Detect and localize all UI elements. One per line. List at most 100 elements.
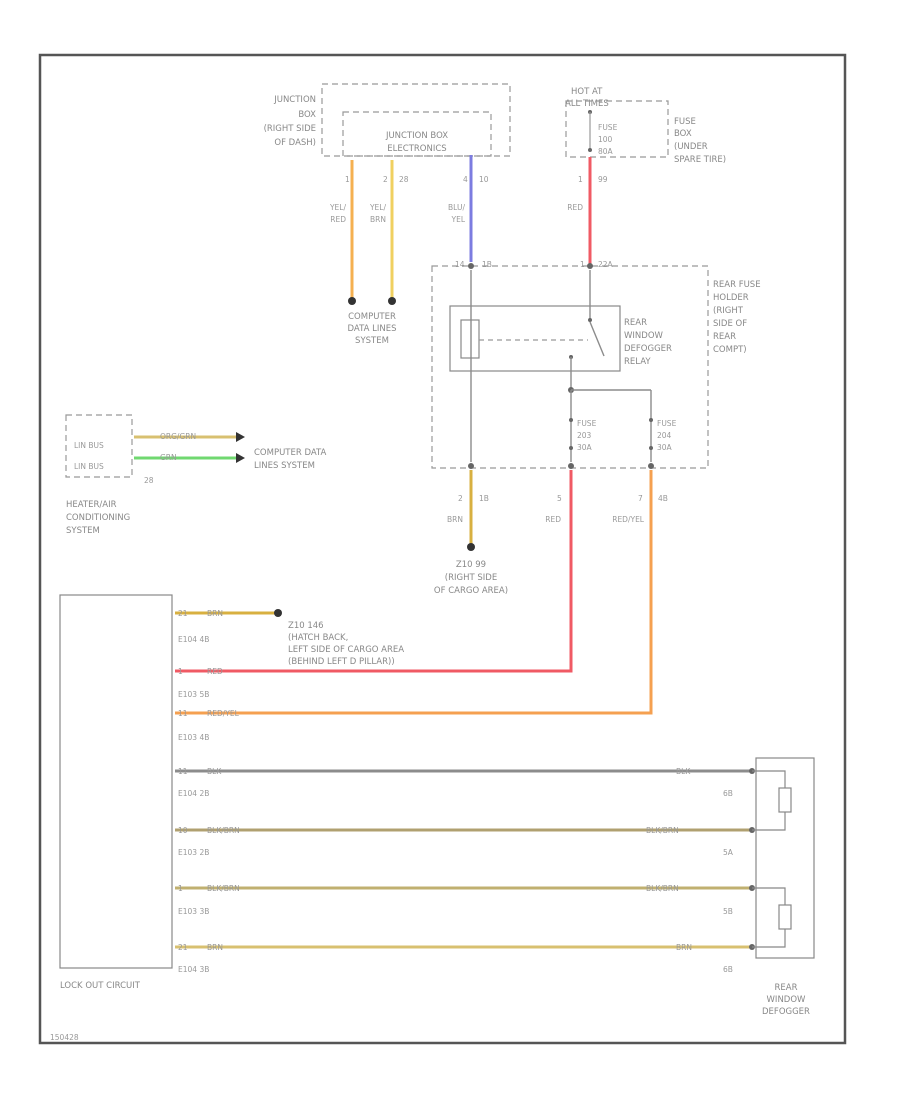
lo-row7-color: BRN xyxy=(207,943,223,952)
jb-color-1a: YEL/ xyxy=(329,203,346,212)
lo-row4-conn: E104 2B xyxy=(178,789,209,798)
rfh-label-6: COMPT) xyxy=(713,345,747,355)
lo-row1-pin: 21 xyxy=(178,609,188,618)
defogger-label-2: WINDOW xyxy=(767,995,807,1005)
lw-conn-1: 1B xyxy=(479,494,489,503)
lo-row2-conn: E103 5B xyxy=(178,690,209,699)
fuse-204-label-3: 30A xyxy=(657,443,673,452)
relay-label-3: DEFOGGER xyxy=(624,344,672,354)
lw-color-2: RED xyxy=(545,515,561,524)
lo-row3-color: RED/YEL xyxy=(207,709,240,718)
lo-row1-color: BRN xyxy=(207,609,223,618)
lo-row4-pin: 11 xyxy=(178,767,188,776)
defogger-label-3: DEFOGGER xyxy=(762,1007,810,1017)
lo-row1-conn: E104 4B xyxy=(178,635,209,644)
hvac-target-label-2: LINES SYSTEM xyxy=(254,461,315,471)
ground-2-label-4: (BEHIND LEFT D PILLAR)) xyxy=(288,657,395,667)
fuse-box: HOT AT ALL TIMES FUSE 100 80A FUSE BOX (… xyxy=(565,87,726,266)
lo-row7-color-r: BRN xyxy=(676,943,692,952)
hvac-target-label-1: COMPUTER DATA xyxy=(254,448,327,458)
hvac-module: LIN BUS LIN BUS 28 ORG/GRN GRN COMPUTER … xyxy=(65,414,327,536)
hot-at-label-2: ALL TIMES xyxy=(565,99,609,109)
footer-id: 150428 xyxy=(50,1033,79,1042)
junction-box-label-3: (RIGHT SIDE xyxy=(264,124,316,134)
lin-wire-2-color: GRN xyxy=(160,453,177,462)
fuse-box-label-1: FUSE xyxy=(674,117,696,127)
fuse-box-label-4: SPARE TIRE) xyxy=(674,155,726,165)
jb-color-2a: YEL/ xyxy=(369,203,386,212)
jb-color-4b: YEL xyxy=(451,215,466,224)
rfh-conn-right: 22A xyxy=(598,260,614,269)
relay-label-2: WINDOW xyxy=(624,331,664,341)
ground-1-label-2: (RIGHT SIDE xyxy=(445,573,497,583)
lo-row3-pin: 11 xyxy=(178,709,188,718)
fuse-203-label-3: 30A xyxy=(577,443,593,452)
jb-color-4a: BLU/ xyxy=(448,203,465,212)
defogger-label-1: REAR xyxy=(775,983,798,993)
computer-data-label-3: SYSTEM xyxy=(355,336,389,346)
fuse-box-label-2: BOX xyxy=(674,129,692,139)
lo-row4-color-r: BLK xyxy=(676,767,691,776)
lock-out-circuit: LOCK OUT CIRCUIT 21 BRN E104 4B 1 RED E1… xyxy=(59,594,752,991)
hvac-label-3: SYSTEM xyxy=(66,526,100,536)
junction-box-label-1: JUNCTION xyxy=(273,95,316,105)
junction-box-label-2: BOX xyxy=(298,110,316,120)
ground-2-label-1: Z10 146 xyxy=(288,621,324,631)
lin-bus-1: LIN BUS xyxy=(74,441,104,450)
fuse-100-label-3: 80A xyxy=(598,147,614,156)
rfh-conn-left: 1B xyxy=(482,260,492,269)
lo-row3-conn: E103 4B xyxy=(178,733,209,742)
lw-color-3: RED/YEL xyxy=(612,515,645,524)
lo-row4-color: BLK xyxy=(207,767,222,776)
fuse-204-label-2: 204 xyxy=(657,431,672,440)
rfh-label-3: (RIGHT xyxy=(713,306,744,316)
rfh-label-1: REAR FUSE xyxy=(713,280,761,290)
junction-box: JUNCTION BOX (RIGHT SIDE OF DASH) JUNCTI… xyxy=(264,83,511,157)
relay-label-1: REAR xyxy=(624,318,647,328)
fuse-box-wire-color: RED xyxy=(567,203,583,212)
lo-row6-conn: E103 3B xyxy=(178,907,209,916)
fuse-204-label-1: FUSE xyxy=(657,419,677,428)
jb-pin-4: 4 xyxy=(463,175,468,184)
junction-electronics-label-1: JUNCTION BOX xyxy=(385,131,448,141)
lock-out-label: LOCK OUT CIRCUIT xyxy=(60,981,141,991)
lo-row7-dest: 6B xyxy=(723,965,733,974)
junction-box-label-4: OF DASH) xyxy=(274,138,316,148)
lo-row6-dest: 5B xyxy=(723,907,733,916)
ground-1-label-3: OF CARGO AREA) xyxy=(434,586,508,596)
lw-pin-2: 5 xyxy=(557,494,562,503)
rear-window-defogger: REAR WINDOW DEFOGGER xyxy=(749,757,815,1017)
diagram-frame xyxy=(38,53,847,1045)
lo-row5-color: BLK/BRN xyxy=(207,826,240,835)
lo-row7-conn: E104 3B xyxy=(178,965,209,974)
ground-2-label-2: (HATCH BACK, xyxy=(288,633,348,643)
lo-row2-pin: 1 xyxy=(178,667,183,676)
fuse-box-wire-conn: 99 xyxy=(598,175,608,184)
lw-color-1: BRN xyxy=(447,515,463,524)
rear-fuse-holder: 14 1B 1 22A REAR FUSE HOLDER (RIGHT SIDE… xyxy=(431,260,761,469)
lw-pin-1: 2 xyxy=(458,494,463,503)
lin-bus-2: LIN BUS xyxy=(74,462,104,471)
hvac-connector: 28 xyxy=(144,476,154,485)
junction-wires: 1 2 28 4 10 YEL/ RED YEL/ BRN BLU/ YEL xyxy=(329,155,489,305)
ground-2-label-3: LEFT SIDE OF CARGO AREA xyxy=(288,645,404,655)
jb-color-2b: BRN xyxy=(370,215,386,224)
lo-row5-conn: E103 2B xyxy=(178,848,209,857)
fuse-box-label-3: (UNDER xyxy=(674,142,708,152)
junction-electronics-label-2: ELECTRONICS xyxy=(387,144,446,154)
lo-row2-color: RED xyxy=(207,667,223,676)
hot-at-label-1: HOT AT xyxy=(571,87,603,97)
hvac-label-2: CONDITIONING xyxy=(66,513,130,523)
jb-pin-2: 2 xyxy=(383,175,388,184)
lo-row4-dest: 6B xyxy=(723,789,733,798)
fuse-100-label-1: FUSE xyxy=(598,123,618,132)
jb-pin-1: 1 xyxy=(345,175,350,184)
rfh-label-4: SIDE OF xyxy=(713,319,747,329)
lin-wire-1-color: ORG/GRN xyxy=(160,432,196,441)
lo-row7-pin: 21 xyxy=(178,943,188,952)
fuse-203-label-2: 203 xyxy=(577,431,592,440)
lo-row6-color: BLK/BRN xyxy=(207,884,240,893)
rfh-pin-left: 14 xyxy=(455,260,465,269)
